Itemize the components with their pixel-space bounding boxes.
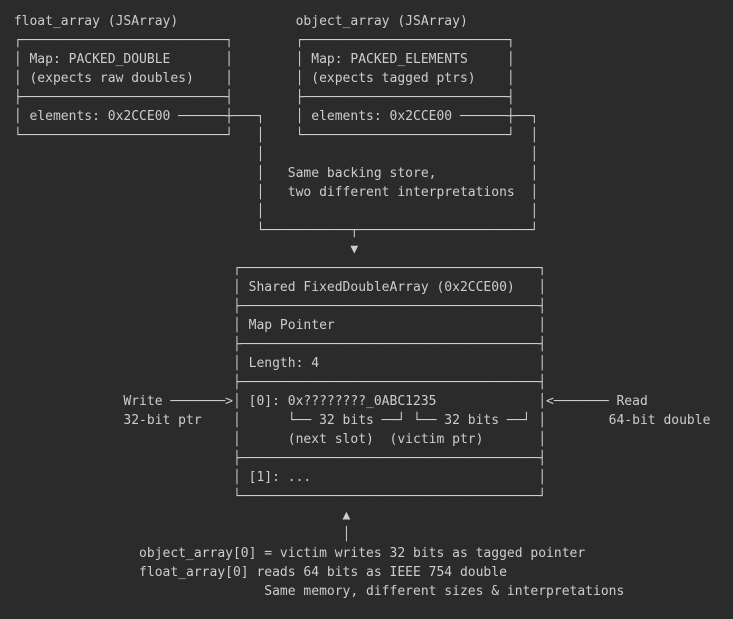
diagram-row: │ Map Pointer │ — [6, 318, 547, 333]
diagram-row: │ Length: 4 │ — [6, 356, 547, 371]
diagram-row: └──────────────────────────────────────┘ — [6, 489, 547, 504]
ascii-memory-diagram: float_array (JSArray) object_array (JSAr… — [6, 12, 733, 601]
diagram-row-arrow-down: ▼ — [6, 242, 359, 257]
diagram-row: └──────────────────────────┘ │ └────────… — [6, 128, 539, 143]
diagram-row: ├──────────────────────────┤ ├──────────… — [6, 90, 515, 105]
diagram-row: │ [1]: ... │ — [6, 470, 547, 485]
diagram-row: │ Map: PACKED_DOUBLE │ │ Map: PACKED_ELE… — [6, 52, 515, 67]
diagram-row-footer: float_array[0] reads 64 bits as IEEE 754… — [6, 565, 507, 580]
diagram-row: 32-bit ptr │ └── 32 bits ──┘ └── 32 bits… — [6, 413, 711, 428]
diagram-row: │ Same backing store, │ — [6, 166, 539, 181]
diagram-row: ├──────────────────────────────────────┤ — [6, 337, 547, 352]
diagram-row: │ (expects raw doubles) │ │ (expects tag… — [6, 71, 515, 86]
diagram-row: │ Shared FixedDoubleArray (0x2CCE00) │ — [6, 280, 547, 295]
diagram-row: ├──────────────────────────────────────┤ — [6, 299, 547, 314]
diagram-row: │ (next slot) (victim ptr) │ — [6, 432, 547, 447]
diagram-row: ├──────────────────────────────────────┤ — [6, 375, 547, 390]
diagram-row: │ │ — [6, 204, 539, 219]
diagram-row-footer: Same memory, different sizes & interpret… — [6, 584, 625, 599]
diagram-row: ┌──────────────────────────────────────┐ — [6, 261, 547, 276]
diagram-row: ├──────────────────────────────────────┤ — [6, 451, 547, 466]
diagram-row-titles: float_array (JSArray) object_array (JSAr… — [6, 14, 468, 29]
diagram-row: ┌──────────────────────────┐ ┌──────────… — [6, 33, 515, 48]
diagram-row-footer: object_array[0] = victim writes 32 bits … — [6, 546, 586, 561]
diagram-row-arrow-up: ▲ — [6, 508, 351, 523]
diagram-row: │ — [6, 527, 351, 542]
diagram-row: │ elements: 0x2CCE00 ──────┼───┐ │ eleme… — [6, 109, 539, 124]
diagram-row: │ │ — [6, 147, 539, 162]
diagram-row: │ two different interpretations │ — [6, 185, 539, 200]
diagram-row-write-read: Write ───────>│ [0]: 0x????????_0ABC1235… — [6, 394, 648, 409]
diagram-row: └───────────┬──────────────────────┘ — [6, 223, 539, 238]
